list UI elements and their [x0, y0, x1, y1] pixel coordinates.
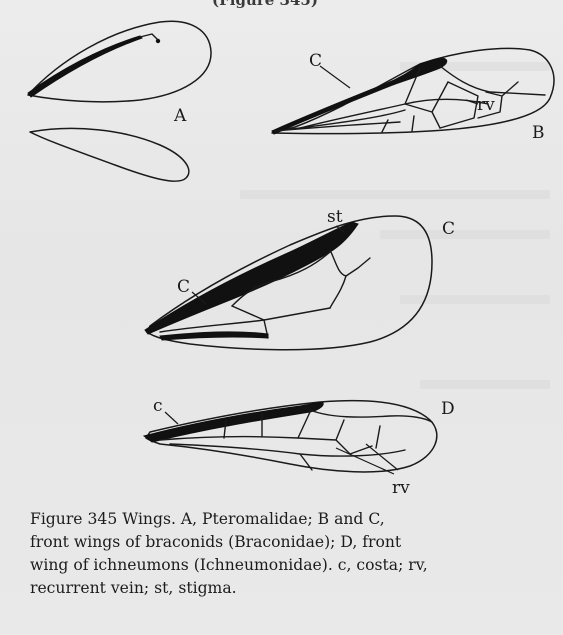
wing-b-rv-label: rv: [477, 95, 495, 115]
wing-c-basal: [232, 306, 330, 320]
wing-a-label: A: [173, 106, 187, 126]
wing-c-group: C st C: [145, 207, 455, 350]
wing-a-hindwing-outline: [30, 128, 189, 181]
wing-a-stigma-knob: [156, 39, 160, 43]
wing-c-stigma-label: st: [327, 207, 343, 227]
wing-a-forewing-outline: [28, 21, 211, 102]
wing-d-areolet: [298, 412, 350, 454]
wing-b-lower-cells: [382, 116, 414, 132]
wing-d-radial-vein: [310, 410, 432, 422]
wing-d-rv-label: rv: [392, 478, 410, 498]
wing-a-group: A: [28, 21, 211, 181]
wing-d-costa-leader: [165, 412, 178, 424]
wing-d-rv-leader-2: [366, 444, 398, 470]
caption-line: Figure 345 Wings. A, Pteromalidae; B and…: [30, 508, 555, 531]
wing-c-anal-bar: [160, 332, 268, 340]
wing-b-group: C rv B: [272, 48, 554, 143]
wing-b-costa-stigma: [272, 58, 447, 134]
figure-caption: Figure 345 Wings. A, Pteromalidae; B and…: [30, 508, 555, 600]
wing-d-rv-leader-1: [336, 448, 394, 474]
wing-d-costa-label: c: [153, 396, 163, 416]
wing-c-radial-vein: [330, 250, 370, 276]
wing-b-second-cubital: [440, 82, 478, 128]
wing-b-label: B: [532, 123, 545, 143]
wing-c-costa-label: C: [177, 277, 190, 297]
wing-a-marginal-vein: [28, 36, 142, 97]
wing-b-costa-label: C: [309, 51, 322, 71]
wing-b-radial-vein: [440, 66, 545, 95]
wing-b-costa-leader: [320, 66, 350, 88]
wing-a-stigmal-vein: [140, 34, 158, 40]
caption-line: wing of ichneumons (Ichneumonidae). c, c…: [30, 554, 555, 577]
wing-c-cubital: [330, 276, 346, 308]
wing-c-panel-label: C: [442, 219, 455, 239]
caption-line: front wings of braconids (Braconidae); D…: [30, 531, 555, 554]
caption-line: recurrent vein; st, stigma.: [30, 577, 555, 600]
wing-d-group: c rv D: [144, 396, 455, 498]
wing-d-label: D: [441, 399, 455, 419]
